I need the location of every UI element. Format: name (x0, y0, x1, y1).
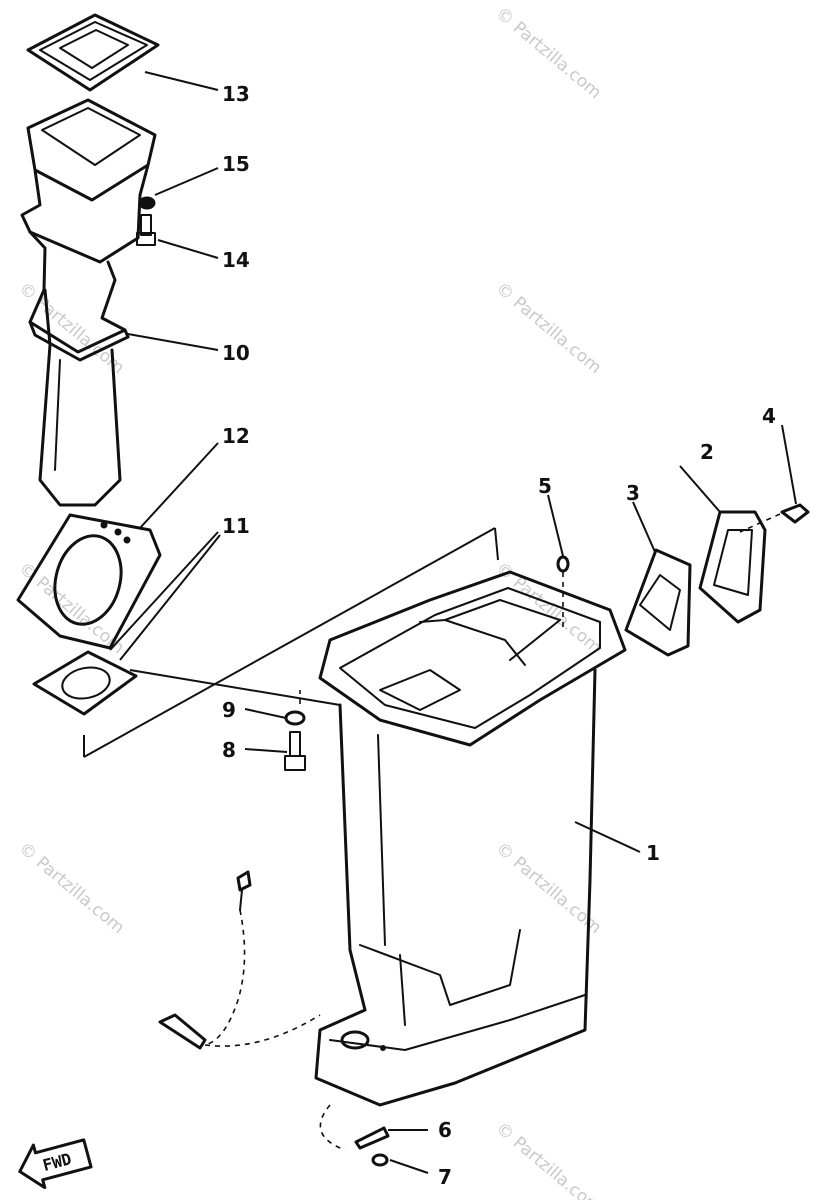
cover-2 (698, 510, 767, 624)
bolts-8-9 (284, 690, 306, 771)
callout-11: 11 (222, 514, 250, 538)
callout-5: 5 (538, 474, 552, 498)
callout-7: 7 (438, 1165, 452, 1189)
fasteners-6-7 (319, 1104, 390, 1167)
watermarks: © Partzilla.com © Partzilla.com © Partzi… (15, 4, 605, 1200)
callout-3: 3 (626, 481, 640, 505)
watermark: © Partzilla.com (492, 279, 605, 379)
callout-6: 6 (438, 1118, 452, 1142)
plate-3 (624, 548, 692, 657)
bolt-4 (739, 503, 810, 533)
callout-1: 1 (646, 841, 660, 865)
leader-lines (109, 71, 797, 1174)
callout-9: 9 (222, 698, 236, 722)
watermark: © Partzilla.com (492, 1119, 605, 1200)
callout-13: 13 (222, 82, 250, 106)
callout-2: 2 (700, 440, 714, 464)
fwd-label: FWD (41, 1149, 74, 1175)
pin-5 (556, 555, 570, 630)
gasket-11 (32, 650, 138, 716)
callout-12: 12 (222, 424, 250, 448)
callout-4: 4 (762, 404, 776, 428)
top-gasket (26, 13, 160, 92)
group-outline (83, 527, 499, 758)
fwd-arrow: FWD (18, 1138, 93, 1190)
watermark: © Partzilla.com (15, 839, 128, 939)
upper-casing (314, 570, 627, 1107)
callout-labels: 1 2 3 4 5 6 7 8 9 10 11 12 13 14 15 (222, 82, 776, 1189)
callout-8: 8 (222, 738, 236, 762)
gasket-12 (16, 513, 162, 650)
ground-wire (158, 870, 321, 1050)
fasteners-14-15 (136, 196, 156, 246)
callout-14: 14 (222, 248, 250, 272)
callout-10: 10 (222, 341, 250, 365)
callout-15: 15 (222, 152, 250, 176)
watermark: © Partzilla.com (492, 4, 605, 104)
